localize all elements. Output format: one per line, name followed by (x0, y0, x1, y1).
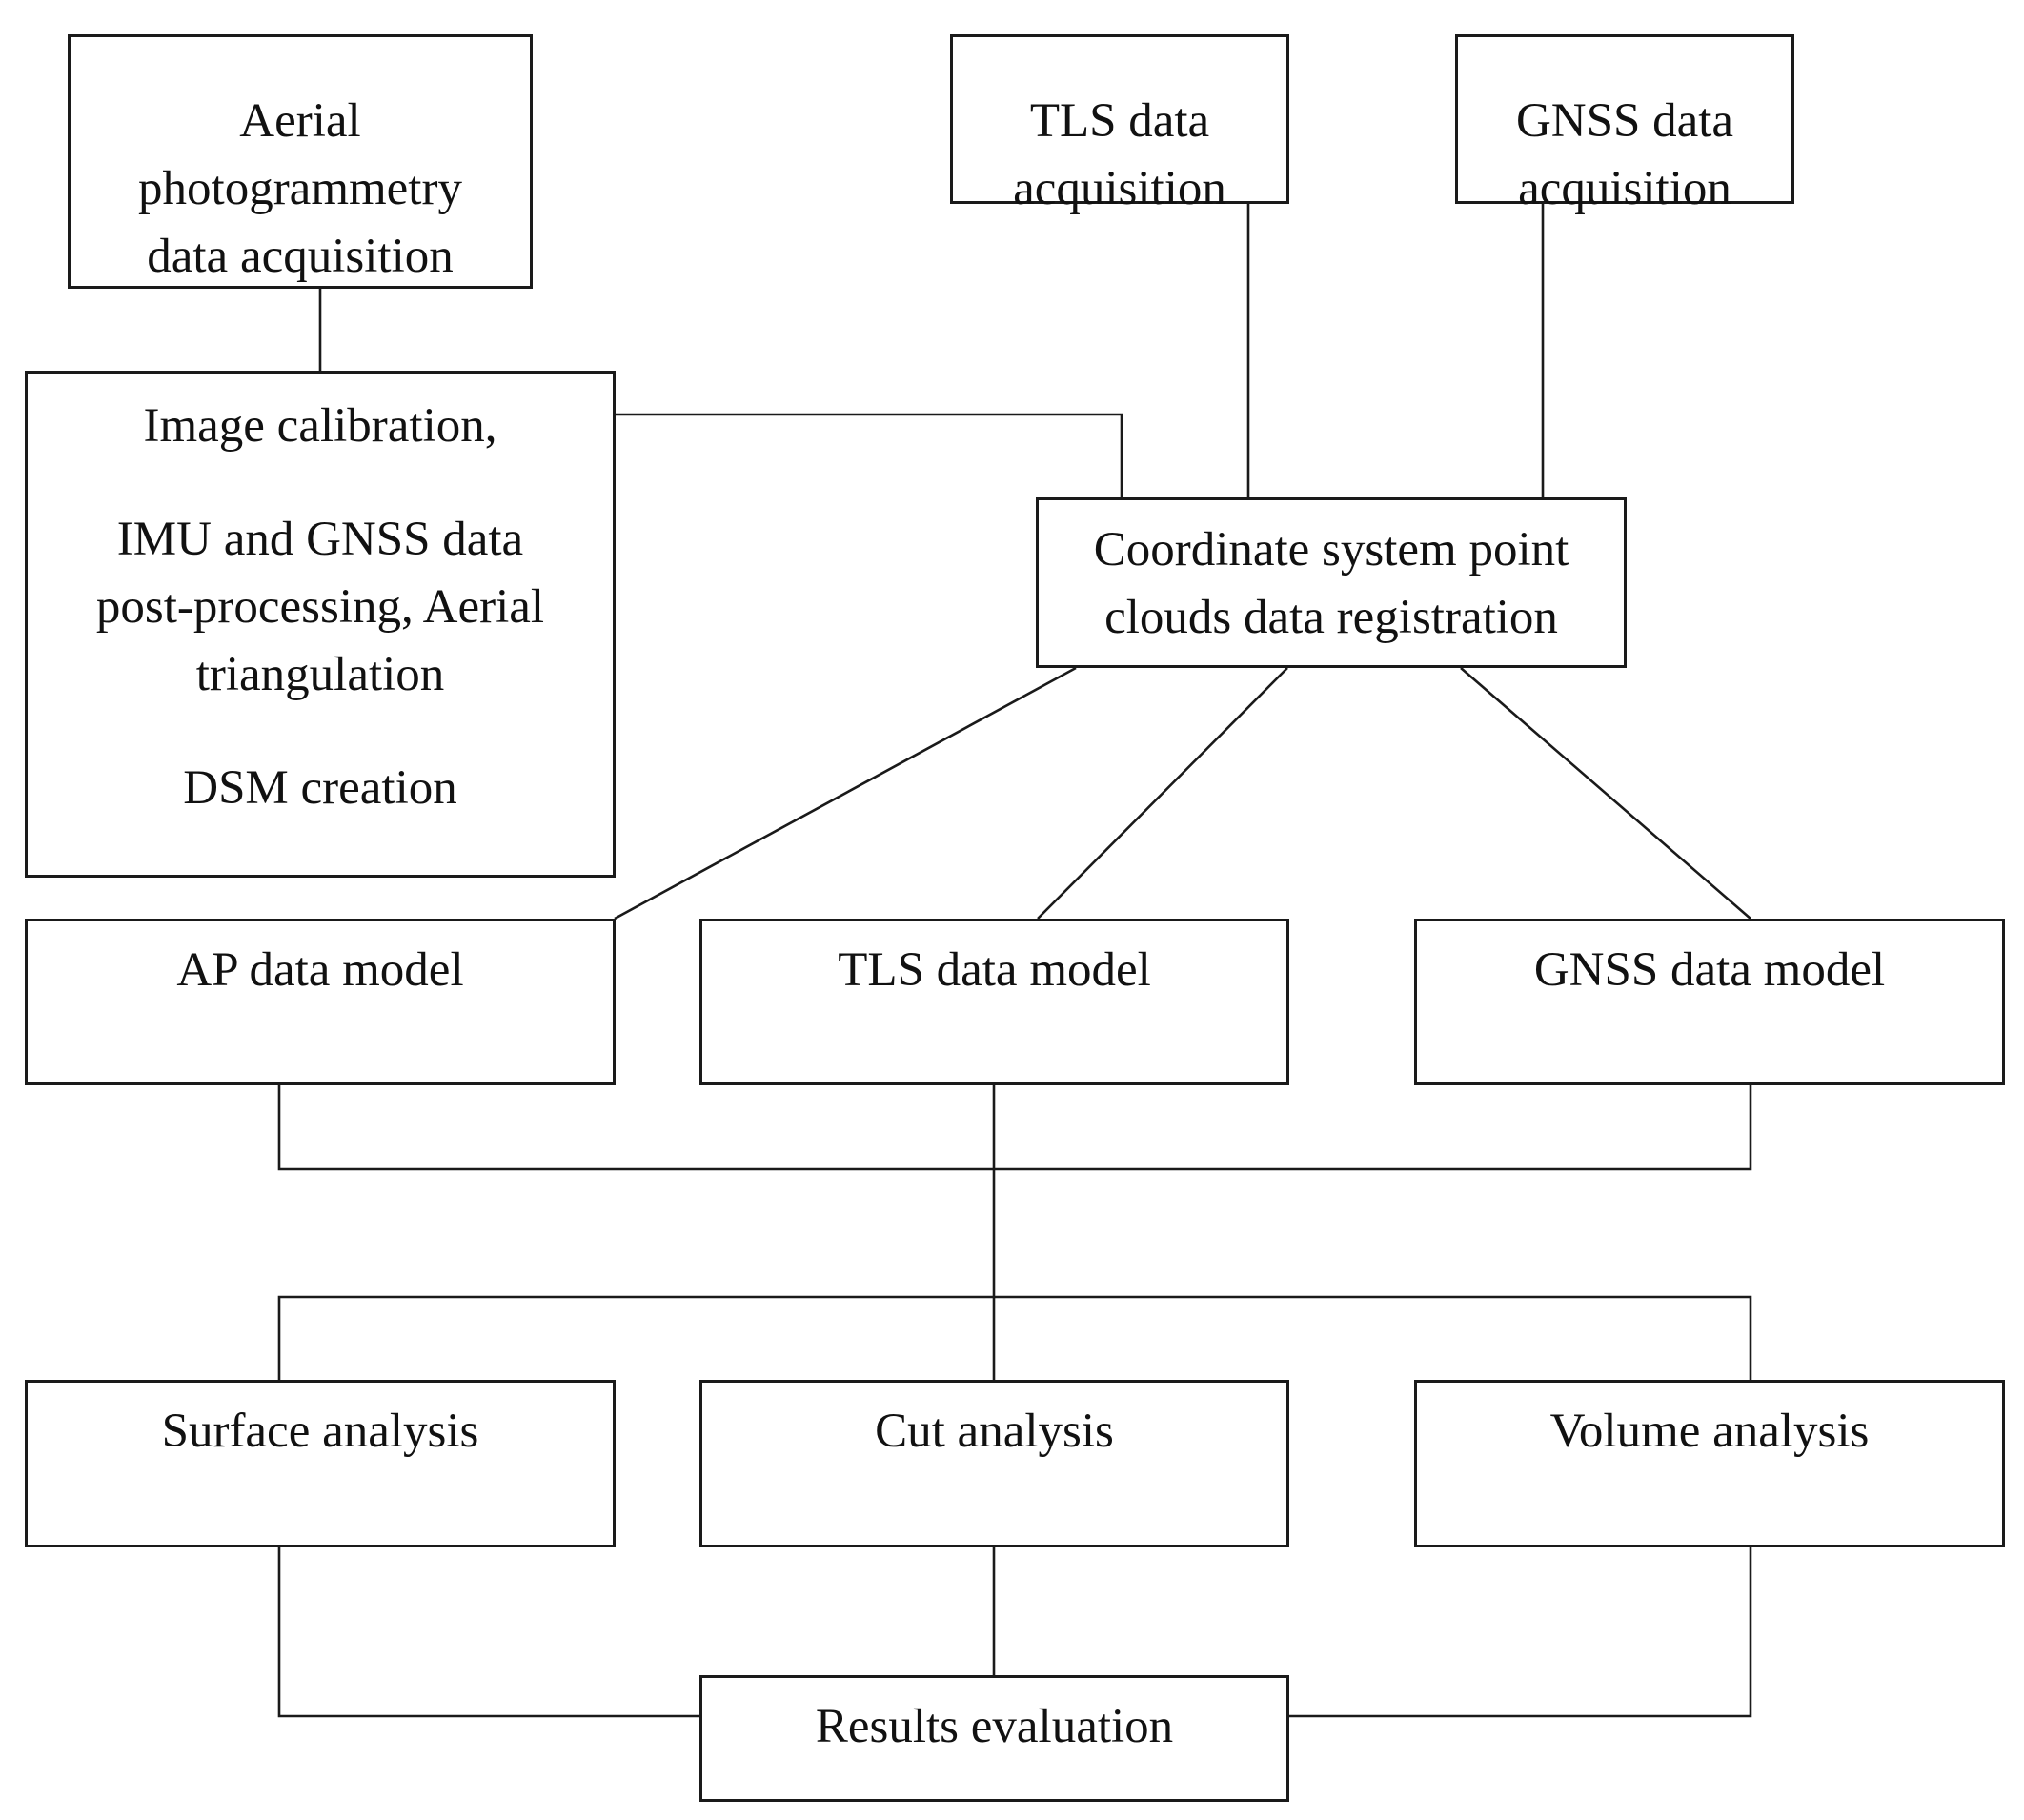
connector-registration-to-tls-model (1037, 667, 1288, 920)
processing-line-2: IMU and GNSS data (116, 513, 524, 566)
processing-line-4: triangulation (195, 648, 445, 701)
gnss-acquisition-line-2: acquisition (1518, 162, 1731, 215)
connector-models-merge (277, 1084, 1752, 1171)
connector-volume-to-results (1288, 1547, 1752, 1718)
connector-analyses-split (277, 1295, 1752, 1380)
connector-registration-to-gnss-model (1460, 667, 1751, 920)
results-evaluation-box: Results evaluation (699, 1675, 1289, 1802)
cut-analysis-label: Cut analysis (875, 1405, 1114, 1458)
surface-analysis-box: Surface analysis (25, 1380, 616, 1547)
volume-analysis-box: Volume analysis (1414, 1380, 2005, 1547)
ap-data-model-label: AP data model (176, 943, 464, 997)
aerial-acquisition-line-1: Aerial (239, 94, 361, 148)
aerial-acquisition-line-3: data acquisition (147, 230, 454, 283)
connector-processing-to-registration (615, 413, 1123, 497)
tls-acquisition-line-1: TLS data (1029, 94, 1210, 148)
aerial-processing-box: Image calibration, IMU and GNSS data pos… (25, 371, 616, 878)
registration-line-2: clouds data registration (1104, 591, 1558, 644)
connector-registration-to-ap-model (614, 666, 1077, 920)
volume-analysis-label: Volume analysis (1549, 1405, 1870, 1458)
tls-acquisition-box: TLS data acquisition (950, 34, 1289, 215)
tls-acquisition-line-2: acquisition (1013, 162, 1226, 215)
gnss-acquisition-box: GNSS data acquisition (1455, 34, 1794, 215)
cut-analysis-box: Cut analysis (699, 1380, 1289, 1547)
processing-line-5: DSM creation (183, 761, 457, 815)
results-evaluation-label: Results evaluation (815, 1700, 1174, 1753)
processing-line-3: post-processing, Aerial (95, 580, 545, 634)
processing-line-1: Image calibration, (143, 399, 497, 453)
aerial-acquisition-line-2: photogrammetry (138, 162, 462, 215)
gnss-data-model-box: GNSS data model (1414, 919, 2005, 1085)
gnss-data-model-label: GNSS data model (1533, 943, 1886, 997)
ap-data-model-box: AP data model (25, 919, 616, 1085)
aerial-acquisition-box: Aerial photogrammetry data acquisition (68, 34, 533, 289)
registration-box: Coordinate system point clouds data regi… (1036, 497, 1627, 668)
tls-data-model-box: TLS data model (699, 919, 1289, 1085)
gnss-acquisition-line-1: GNSS data (1515, 94, 1734, 148)
surface-analysis-label: Surface analysis (161, 1405, 479, 1458)
connector-surface-to-results (277, 1547, 700, 1718)
registration-line-1: Coordinate system point (1093, 523, 1569, 576)
tls-data-model-label: TLS data model (838, 943, 1151, 997)
